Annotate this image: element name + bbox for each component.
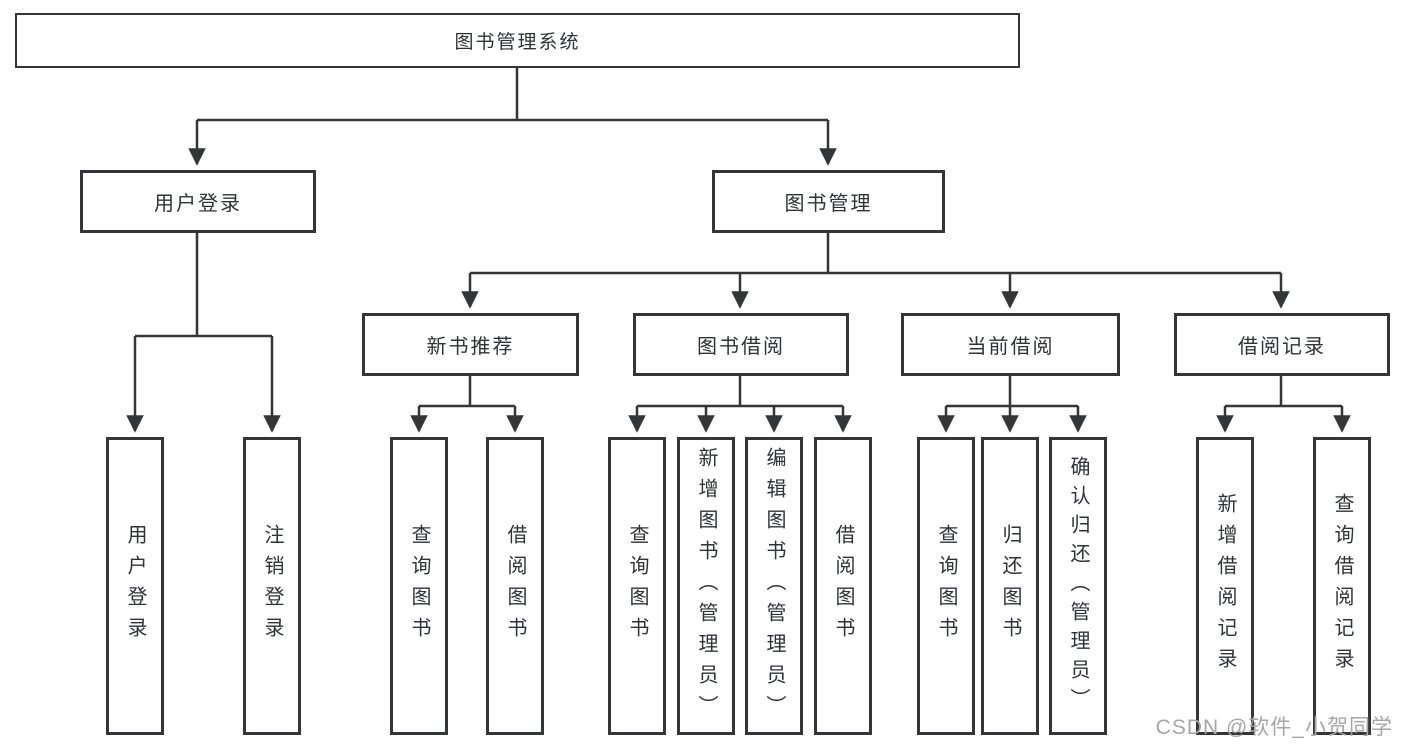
leaf-logout: 注销登录 (243, 437, 301, 735)
node-label: 新书推荐 (426, 336, 515, 358)
leaf-label: 确认归还（管理员） (1067, 455, 1089, 717)
leaf-label: 借阅图书 (504, 524, 526, 648)
leaf-borrow-books: 借阅图书 (814, 437, 872, 735)
leaf-label: 用户登录 (124, 524, 146, 648)
leaf-return-books: 归还图书 (981, 437, 1039, 735)
node-book-borrow: 图书借阅 (633, 313, 849, 376)
leaf-add-borrow-record: 新增借阅记录 (1196, 437, 1254, 735)
leaf-label: 借阅图书 (832, 524, 854, 648)
leaf-edit-books-admin: 编辑图书（管理员） (745, 437, 803, 735)
leaf-query-borrow-record: 查询借阅记录 (1313, 437, 1371, 735)
leaf-query-books-recommend: 查询图书 (390, 437, 448, 735)
node-label: 图书管理系统 (454, 32, 581, 53)
node-borrow-records: 借阅记录 (1174, 313, 1390, 376)
leaf-confirm-return-admin: 确认归还（管理员） (1049, 437, 1107, 735)
node-label: 用户登录 (154, 193, 242, 215)
leaf-add-books-admin: 新增图书（管理员） (677, 437, 735, 735)
leaf-label: 新增借阅记录 (1214, 493, 1236, 679)
node-label: 图书借阅 (697, 336, 785, 358)
leaf-label: 新增图书（管理员） (695, 446, 717, 726)
leaf-borrow-books-recommend: 借阅图书 (486, 437, 544, 735)
leaf-label: 注销登录 (261, 524, 283, 648)
node-current-borrow: 当前借阅 (901, 313, 1120, 376)
node-user-login: 用户登录 (80, 170, 316, 233)
leaf-label: 查询图书 (408, 524, 430, 648)
node-label: 图书管理 (784, 193, 873, 215)
leaf-label: 查询图书 (935, 524, 957, 648)
leaf-query-books-borrow: 查询图书 (608, 437, 666, 735)
leaf-label: 查询图书 (626, 524, 648, 648)
leaf-label: 查询借阅记录 (1331, 493, 1353, 679)
csdn-watermark: CSDN @软件_小贺同学 (1155, 716, 1393, 739)
leaf-query-books-current: 查询图书 (917, 437, 975, 735)
node-library-management-system: 图书管理系统 (15, 13, 1020, 68)
node-new-book-recommend: 新书推荐 (362, 313, 579, 376)
node-label: 借阅记录 (1238, 336, 1326, 358)
node-label: 当前借阅 (966, 336, 1055, 358)
node-book-management: 图书管理 (712, 170, 945, 233)
leaf-label: 编辑图书（管理员） (763, 446, 785, 726)
leaf-label: 归还图书 (999, 524, 1021, 648)
leaf-user-login: 用户登录 (106, 437, 164, 735)
